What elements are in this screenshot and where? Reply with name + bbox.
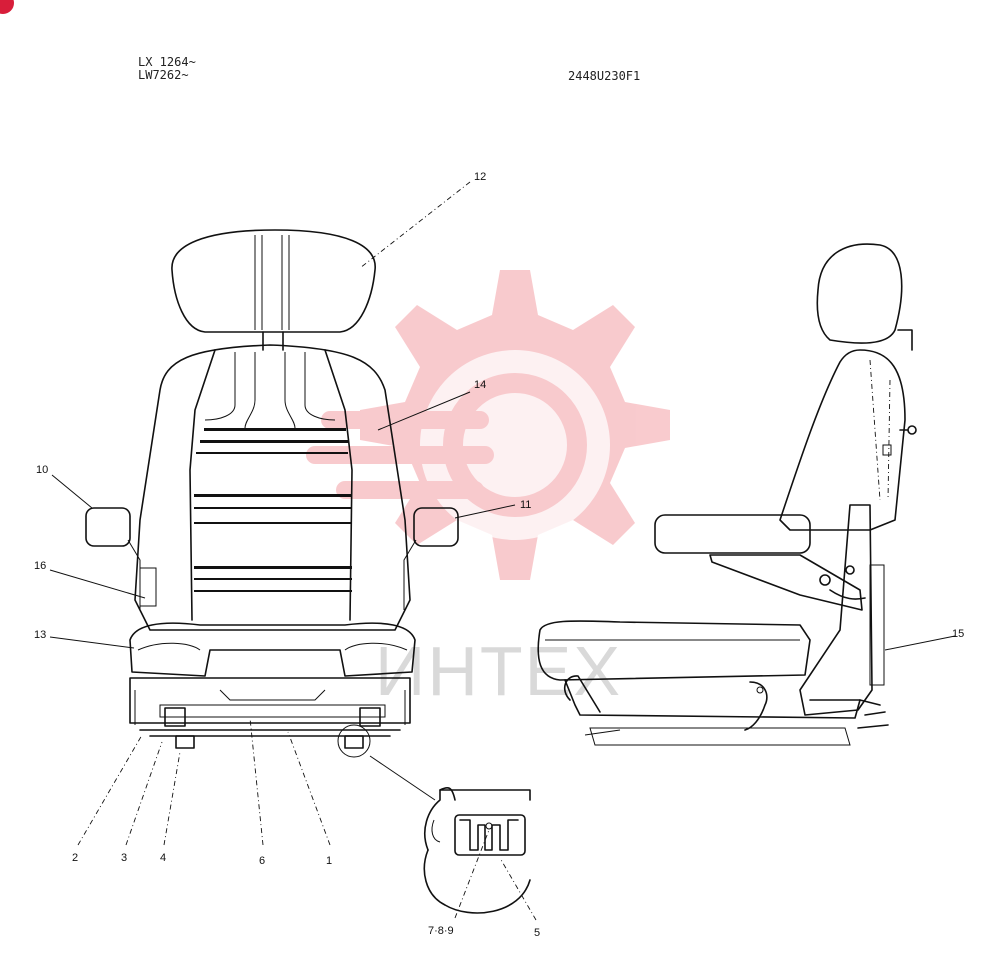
callout-16: 16 [34,560,46,572]
seat-cushion-side [537,620,811,681]
callout-4: 4 [160,852,166,864]
seat-base-front [129,677,411,749]
seat-base-side [563,675,889,746]
callout-3: 3 [121,852,127,864]
detail-inset [369,755,531,914]
watermark-gear [306,270,670,580]
callout-14: 14 [474,379,486,391]
armrest-right-front [413,507,459,547]
callout-13: 13 [34,629,46,641]
detail-circle-marker [337,724,371,758]
callout-10: 10 [36,464,48,476]
callout-11: 11 [520,499,531,511]
backrest-side [779,349,906,531]
callout-12: 12 [474,171,486,183]
seat-cushion-front [129,622,416,677]
callout-5: 5 [534,927,540,939]
watermark-text: ИНТЕХ [375,632,622,710]
headrest-side [816,243,903,344]
armrest-side [654,514,811,554]
callout-15: 15 [952,628,964,640]
armrest-left-front [85,507,131,547]
drawing-code: 2448U230F1 [568,69,641,83]
serial-range-1: LX 1264~ [138,55,196,69]
headrest-stitching [254,235,290,330]
headrest-front [171,229,376,333]
leader-lines [49,181,956,921]
corner-badge [0,0,14,14]
callout-7-8-9: 7·8·9 [428,925,454,937]
side-view-seat [537,243,917,746]
callout-1: 1 [326,855,332,867]
callout-2: 2 [72,852,78,864]
callout-6: 6 [259,855,265,867]
serial-range-2: LW7262~ [138,68,189,82]
front-view-seat [85,229,459,758]
applicability-serials: LX 1264~ LW7262~ [138,56,196,82]
backrest-front [134,344,411,631]
backrest-stitch-bands [194,428,352,592]
backrest-center-panel [189,349,353,621]
part-callouts: 12 14 10 11 16 13 15 2 3 4 6 1 5 7·8·9 [34,171,964,939]
